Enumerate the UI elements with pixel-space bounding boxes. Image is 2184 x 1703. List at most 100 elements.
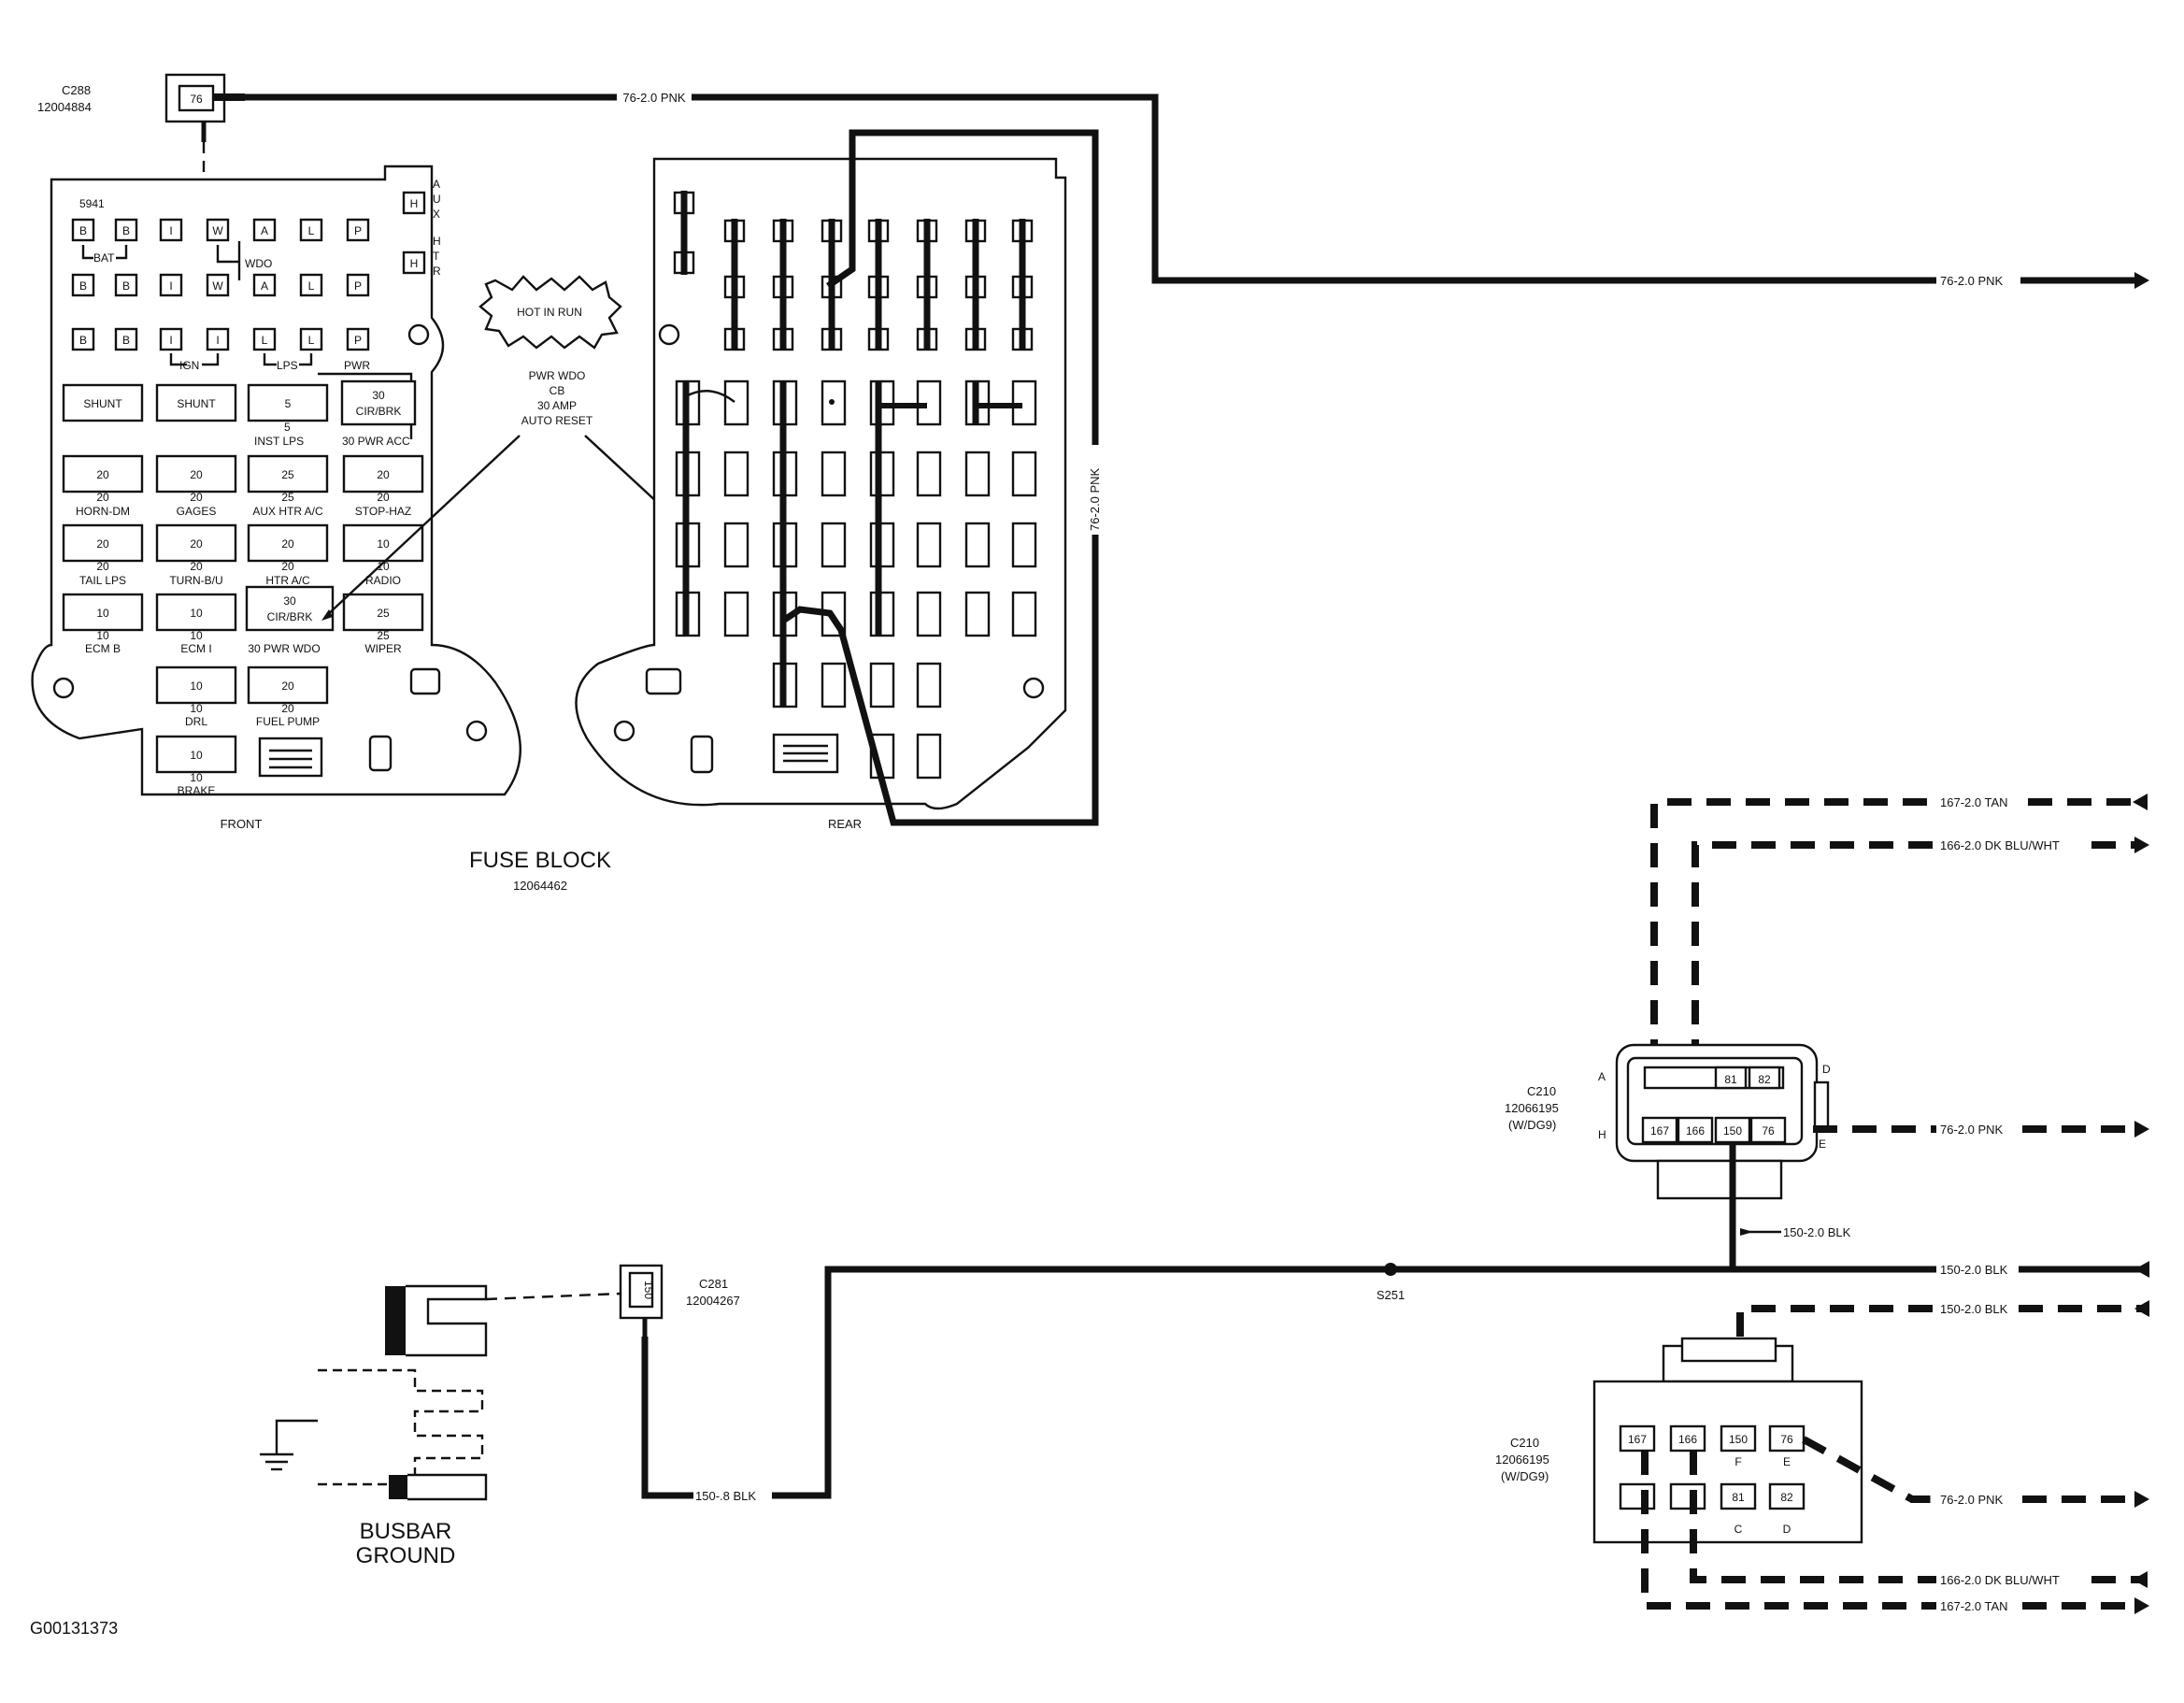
svg-text:20: 20 <box>281 702 294 715</box>
wire-76-pnk-rear-loop: 76-2.0 PNK <box>781 129 1108 826</box>
svg-text:I: I <box>169 224 172 237</box>
svg-text:WIPER: WIPER <box>364 642 402 655</box>
svg-text:30 PWR WDO: 30 PWR WDO <box>248 642 320 655</box>
svg-text:25: 25 <box>377 607 390 620</box>
terminal-row-3: B B I I L L P <box>71 327 370 351</box>
c288-cavity <box>178 84 215 112</box>
wire-150-blk-lower: 150-2.0 BLK <box>1736 1300 2149 1337</box>
connector-c210-upper: 81 82 167 166 150 76 A D H E C210 120661… <box>1505 1043 1831 1200</box>
rear-fuse-links <box>682 381 1022 707</box>
svg-text:10: 10 <box>190 702 203 715</box>
wire-76-pnk-mid: 76-2.0 PNK <box>1813 1121 2149 1138</box>
svg-text:30 AMP: 30 AMP <box>537 399 577 412</box>
wire-76-pnk-lower: 76-2.0 PNK <box>1802 1436 2149 1508</box>
wire-blk-main-label: 150-2.0 BLK <box>1940 1263 2008 1277</box>
svg-text:B: B <box>122 224 130 237</box>
terminal-row-1: B B I W A L P <box>71 218 370 242</box>
svg-text:D: D <box>1822 1063 1831 1076</box>
svg-text:166: 166 <box>1678 1433 1697 1446</box>
svg-text:20: 20 <box>96 468 109 481</box>
svg-text:BRAKE: BRAKE <box>178 784 216 797</box>
front-clip <box>409 667 441 695</box>
fuse-block-part: 12064462 <box>513 879 567 893</box>
svg-text:W: W <box>212 279 223 293</box>
svg-text:C: C <box>1734 1523 1743 1536</box>
svg-text:20: 20 <box>377 491 390 504</box>
svg-text:A: A <box>433 178 440 191</box>
busbar-ground: BUSBAR GROUND <box>260 1284 488 1568</box>
fuse-row-1: SHUNT SHUNT 5 30 CIR/BRK 5 INST LPS 30 P… <box>62 379 417 448</box>
wire-167-tan-bot: 167-2.0 TAN <box>1641 1451 2149 1614</box>
wire-tan-bot-label: 167-2.0 TAN <box>1940 1599 2008 1613</box>
svg-text:167: 167 <box>1650 1124 1669 1138</box>
svg-text:X: X <box>433 208 440 221</box>
svg-text:20: 20 <box>190 468 203 481</box>
svg-text:SHUNT: SHUNT <box>83 397 122 410</box>
arrow-right-top <box>2134 272 2149 289</box>
svg-text:167: 167 <box>1628 1433 1647 1446</box>
svg-text:(W/DG9): (W/DG9) <box>1508 1118 1556 1132</box>
aux-h-box <box>402 191 426 215</box>
svg-text:HOT IN RUN: HOT IN RUN <box>517 306 582 319</box>
fuel-pump-relay <box>258 737 323 778</box>
svg-text:B: B <box>79 279 87 293</box>
wire-vertical-label: 76-2.0 PNK <box>1088 467 1102 531</box>
rear-outline <box>575 157 1067 810</box>
svg-text:H: H <box>433 235 441 248</box>
svg-text:SHUNT: SHUNT <box>177 397 216 410</box>
wire-166-dkblu-bot: 166-2.0 DK BLU/WHT <box>1690 1451 2148 1588</box>
svg-text:30: 30 <box>372 389 385 402</box>
front-slot <box>368 735 393 772</box>
svg-text:STOP-HAZ: STOP-HAZ <box>355 505 411 518</box>
wire-150-ground-seg <box>641 1337 692 1499</box>
front-side-labels: A U X H T R <box>433 178 441 278</box>
svg-text:FUEL PUMP: FUEL PUMP <box>256 715 320 728</box>
c288-name: C288 <box>62 83 91 97</box>
pwr-label: PWR <box>344 359 370 372</box>
svg-text:TURN-B/U: TURN-B/U <box>169 574 222 587</box>
svg-text:20: 20 <box>281 680 294 693</box>
svg-text:20: 20 <box>377 468 390 481</box>
svg-text:12004267: 12004267 <box>686 1294 740 1308</box>
fuse-row-4: 10 10 30 CIR/BRK 25 10 10 25 ECM B ECM I… <box>62 585 424 655</box>
svg-text:RADIO: RADIO <box>365 574 401 587</box>
svg-text:B: B <box>79 224 87 237</box>
wire-top-label: 76-2.0 PNK <box>622 91 686 105</box>
svg-text:166: 166 <box>1686 1124 1705 1138</box>
lps-label: LPS <box>277 359 298 372</box>
svg-text:L: L <box>262 334 268 347</box>
front-hole-left <box>52 677 75 699</box>
svg-text:L: L <box>308 334 315 347</box>
svg-text:10: 10 <box>377 537 390 551</box>
svg-text:76: 76 <box>1762 1124 1775 1138</box>
svg-text:GROUND: GROUND <box>356 1543 456 1568</box>
wire-right-top-label: 76-2.0 PNK <box>1940 274 2004 288</box>
svg-text:T: T <box>433 250 440 263</box>
fuse-row-6: 10 10 BRAKE <box>155 735 237 797</box>
svg-text:150: 150 <box>642 1281 655 1299</box>
wire-pnk-lower-label: 76-2.0 PNK <box>1940 1493 2004 1507</box>
fuse-block-title: FUSE BLOCK <box>469 848 611 873</box>
front-hole-right <box>465 720 488 742</box>
svg-text:E: E <box>1819 1138 1826 1151</box>
svg-text:F: F <box>1734 1455 1741 1468</box>
svg-text:5: 5 <box>284 421 291 434</box>
front-label: FRONT <box>221 817 263 831</box>
wire-150-blk-drop: 150-2.0 BLK <box>1729 1142 1851 1269</box>
fuse-row-5: 10 20 10 20 DRL FUEL PUMP <box>155 665 329 728</box>
connector-c210-lower: 167 166 150 76 81 82 F E C D C210 120661… <box>1495 1337 1863 1544</box>
svg-text:I: I <box>169 279 172 293</box>
svg-text:P: P <box>354 224 362 237</box>
wire-ground-label: 150-.8 BLK <box>695 1489 756 1503</box>
svg-text:H: H <box>410 197 419 210</box>
wire-blk-lower-label: 150-2.0 BLK <box>1940 1302 2008 1316</box>
rear-label: REAR <box>828 817 862 831</box>
svg-text:C210: C210 <box>1510 1436 1539 1450</box>
svg-text:82: 82 <box>1758 1073 1771 1086</box>
fuse-row-3: 20 20 20 10 20 20 20 10 TAIL LPS TURN-B/… <box>62 523 424 587</box>
svg-text:12066195: 12066195 <box>1495 1453 1549 1467</box>
wire-dkblu-bot-label: 166-2.0 DK BLU/WHT <box>1940 1573 2060 1587</box>
svg-text:D: D <box>1783 1523 1791 1536</box>
wire-top-label-bg <box>618 88 691 107</box>
